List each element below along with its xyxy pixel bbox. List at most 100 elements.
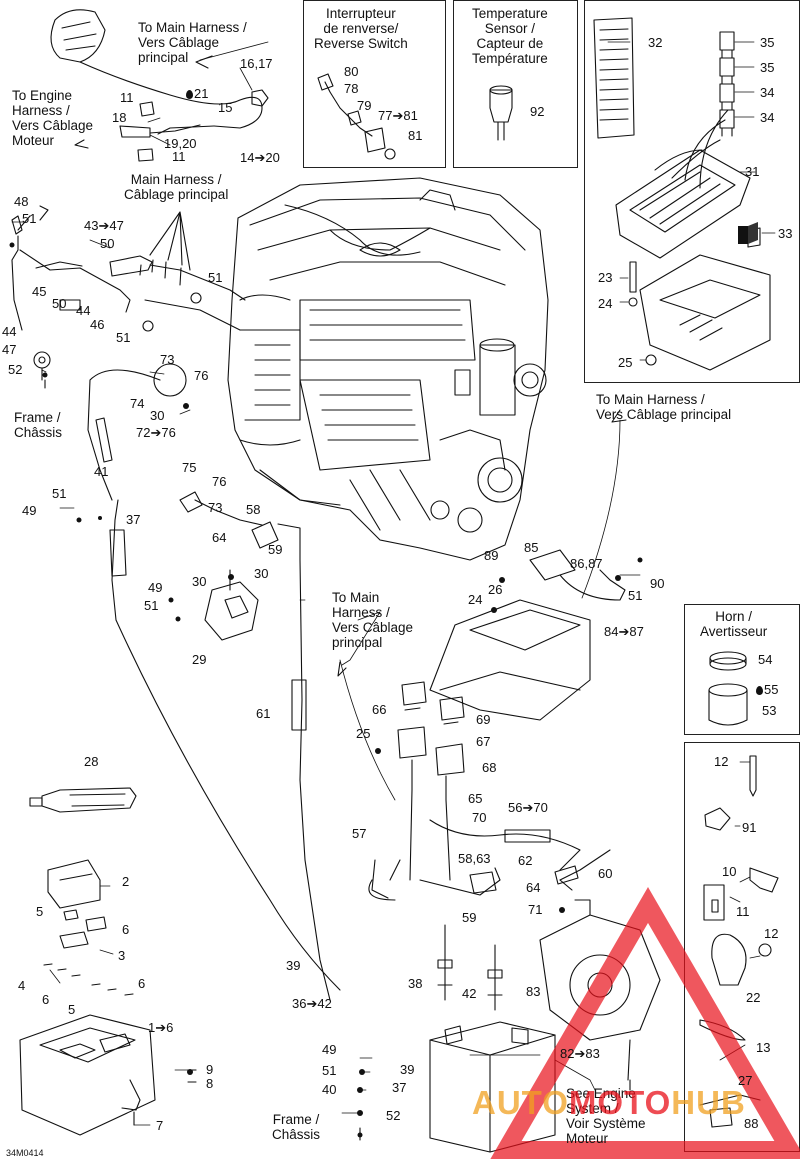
callout-30c: 30: [254, 566, 269, 581]
callout-49c: 49: [322, 1042, 337, 1057]
callout-51b: 51: [208, 270, 223, 285]
callout-40: 40: [322, 1082, 337, 1097]
filled-details: [9, 222, 758, 1138]
caption-line: principal: [332, 635, 383, 650]
caption-reverse-switch: Interrupteur de renverse/ Reverse Switch: [314, 6, 408, 51]
caption-line: Vers Câblage: [12, 118, 94, 133]
callout-58: 58: [246, 502, 261, 517]
callout-46: 46: [90, 317, 105, 332]
callout-36-42: 36➔42: [292, 996, 332, 1011]
callout-25b: 25: [356, 726, 371, 741]
callout-15: 15: [218, 100, 233, 115]
callout-9: 9: [206, 1062, 214, 1077]
watermark-logo-text: AUTOMOTOHUB: [472, 1084, 746, 1122]
bracket-tray: [429, 549, 626, 721]
caption-line: Voir Système: [566, 1116, 646, 1131]
callout-7: 7: [156, 1118, 164, 1133]
callout-59b: 59: [462, 910, 477, 925]
caption-line: Moteur: [12, 133, 55, 148]
engine-block: [227, 177, 549, 561]
watermark-part-moto: MOTO: [568, 1084, 672, 1121]
temperature-sensor-box: [453, 0, 578, 168]
caption-line: Température: [472, 51, 548, 66]
callout-35b: 35: [760, 60, 775, 75]
caption-to-main-harness-center: To Main Harness / Vers Câblage principal: [332, 590, 413, 650]
drop-icon: [756, 686, 763, 695]
callout-23: 23: [598, 270, 613, 285]
callout-4: 4: [18, 978, 26, 993]
callout-67: 67: [476, 734, 491, 749]
callout-69: 69: [476, 712, 491, 727]
callout-65: 65: [468, 791, 483, 806]
callout-39a: 39: [286, 958, 301, 973]
callout-71: 71: [528, 902, 543, 917]
caption-line: Capteur de: [476, 36, 544, 51]
callout-5b: 5: [68, 1002, 76, 1017]
callout-53: 53: [762, 703, 777, 718]
callout-78: 78: [344, 81, 359, 96]
callout-54: 54: [758, 652, 773, 667]
grease-tube: [29, 787, 137, 813]
callout-16-17: 16,17: [240, 56, 273, 71]
callout-84-87: 84➔87: [604, 624, 644, 639]
main-cable-left: [87, 363, 341, 1001]
callout-39b: 39: [400, 1062, 415, 1077]
caption-to-engine-harness: To Engine Harness / Vers Câblage Moteur: [12, 88, 93, 148]
callout-31: 31: [745, 164, 760, 179]
caption-line: Câblage principal: [124, 187, 229, 202]
caption-line: Frame /: [14, 410, 61, 425]
callout-59a: 59: [268, 542, 283, 557]
battery-cables: [368, 819, 611, 901]
caption-horn: Horn / Avertisseur: [700, 609, 767, 639]
callout-arrows: [44, 55, 631, 1141]
callout-58-63: 58,63: [458, 851, 491, 866]
callout-82-83: 82➔83: [560, 1046, 600, 1061]
callout-70: 70: [472, 810, 487, 825]
callout-83: 83: [526, 984, 541, 999]
sensor-assembly-top: [50, 9, 269, 162]
reverse-switch-part: [317, 73, 396, 160]
callout-76a: 76: [194, 368, 209, 383]
callout-81: 81: [408, 128, 423, 143]
caption-line: Interrupteur: [326, 6, 396, 21]
callout-89: 89: [484, 548, 499, 563]
callout-86-87: 86,87: [570, 556, 603, 571]
caption-line: To Main Harness /: [138, 20, 247, 35]
callout-10: 10: [722, 864, 737, 879]
callout-51a: 51: [22, 211, 37, 226]
callout-73a: 73: [160, 352, 175, 367]
caption-line: Châssis: [14, 425, 63, 440]
callout-text: 21: [194, 86, 209, 101]
callout-37a: 37: [126, 512, 141, 527]
fuse-box-parts: [593, 17, 771, 371]
caption-main-harness: Main Harness / Câblage principal: [124, 172, 228, 202]
callout-48: 48: [14, 194, 29, 209]
callout-6c: 6: [138, 976, 146, 991]
callout-8: 8: [206, 1076, 214, 1091]
callout-47: 47: [2, 342, 17, 357]
caption-line: To Main Harness /: [596, 392, 705, 407]
callout-32: 32: [648, 35, 663, 50]
caption-line: Vers Câblage: [332, 620, 414, 635]
callout-44a: 44: [76, 303, 91, 318]
caption-line: Sensor /: [484, 21, 536, 36]
caption-to-main-harness-top: To Main Harness / Vers Câblage principal: [138, 20, 247, 65]
callout-12a: 12: [714, 754, 729, 769]
main-harness-connectors: [59, 211, 246, 332]
callout-22: 22: [746, 990, 761, 1005]
callout-6b: 6: [42, 992, 50, 1007]
callout-30b: 30: [192, 574, 207, 589]
callout-77-81: 77➔81: [378, 108, 418, 123]
callout-61: 61: [256, 706, 271, 721]
callout-13: 13: [756, 1040, 771, 1055]
caption-line: Main Harness /: [130, 172, 222, 187]
callout-60: 60: [598, 866, 613, 881]
callout-27: 27: [738, 1073, 753, 1088]
callout-88: 88: [744, 1116, 759, 1131]
caption-line: Vers Câblage principal: [596, 407, 732, 422]
callout-38: 38: [408, 976, 423, 991]
callout-11c: 11: [736, 904, 750, 919]
callout-73b: 73: [208, 500, 223, 515]
